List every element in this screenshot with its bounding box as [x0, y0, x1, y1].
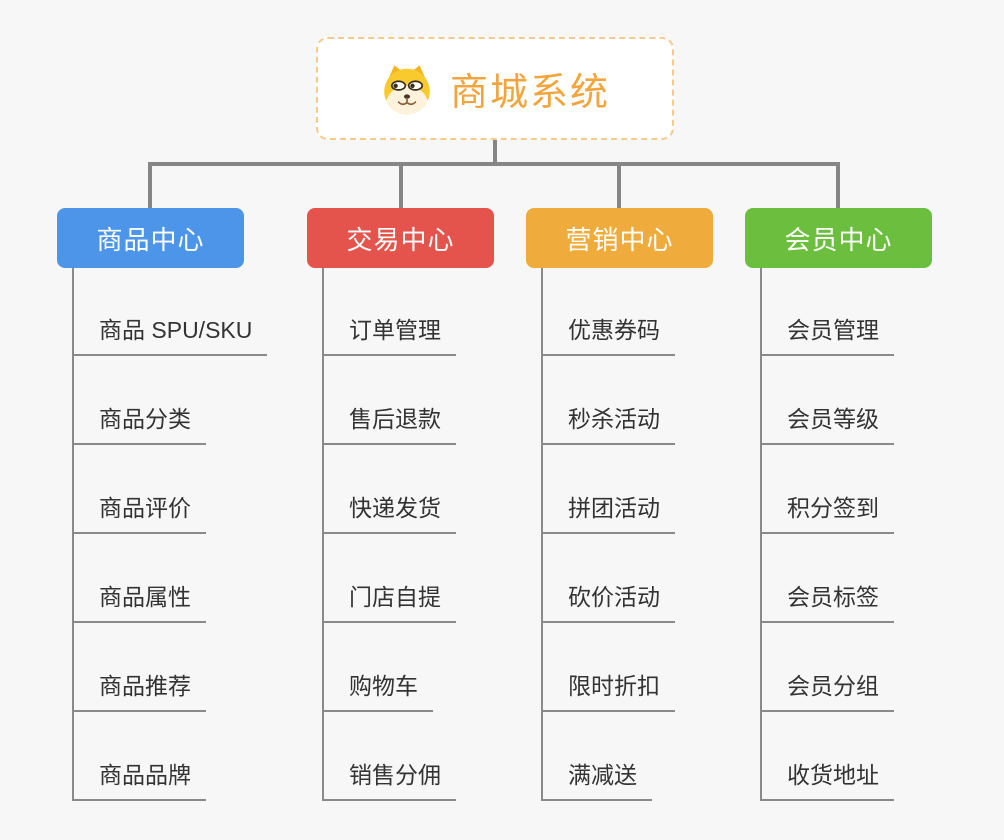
branch-children-product-center: 商品 SPU/SKU 商品分类 商品评价 商品属性 商品推荐 商品品牌	[72, 268, 322, 813]
connector-root-stub	[493, 140, 497, 164]
leaf-node[interactable]: 优惠券码	[541, 316, 675, 356]
leaf-node[interactable]: 购物车	[322, 672, 433, 712]
leaf-node[interactable]: 商品品牌	[72, 761, 206, 801]
leaf-node[interactable]: 积分签到	[760, 494, 894, 534]
branch-label: 营销中心	[565, 224, 674, 255]
branch-children-member-center: 会员管理 会员等级 积分签到 会员标签 会员分组 收货地址	[760, 268, 1004, 813]
leaf-node[interactable]: 收货地址	[760, 761, 894, 801]
leaf-node[interactable]: 会员等级	[760, 405, 894, 445]
branch-children-trade-center: 订单管理 售后退款 快递发货 门店自提 购物车 销售分佣	[322, 268, 572, 813]
leaf-node[interactable]: 拼团活动	[541, 494, 675, 534]
leaf-node[interactable]: 会员分组	[760, 672, 894, 712]
connector-trunk	[760, 268, 762, 801]
leaf-node[interactable]: 满减送	[541, 761, 652, 801]
branch-node-member-center[interactable]: 会员中心	[745, 208, 932, 268]
branch-label: 商品中心	[96, 224, 205, 255]
leaf-node[interactable]: 商品评价	[72, 494, 206, 534]
branch-label: 交易中心	[346, 224, 455, 255]
leaf-node[interactable]: 门店自提	[322, 583, 456, 623]
connector-drop-product	[148, 162, 152, 208]
branch-children-marketing-center: 优惠券码 秒杀活动 拼团活动 砍价活动 限时折扣 满减送	[541, 268, 791, 813]
leaf-node[interactable]: 限时折扣	[541, 672, 675, 712]
leaf-node[interactable]: 商品分类	[72, 405, 206, 445]
connector-drop-marketing	[617, 162, 621, 208]
connector-drop-member	[836, 162, 840, 208]
branch-node-trade-center[interactable]: 交易中心	[307, 208, 494, 268]
connector-bus	[148, 162, 840, 166]
leaf-node[interactable]: 会员管理	[760, 316, 894, 356]
leaf-node[interactable]: 秒杀活动	[541, 405, 675, 445]
root-title: 商城系统	[449, 72, 610, 114]
doge-face-icon	[384, 64, 430, 114]
leaf-node[interactable]: 商品属性	[72, 583, 206, 623]
branch-node-marketing-center[interactable]: 营销中心	[526, 208, 713, 268]
leaf-node[interactable]: 快递发货	[322, 494, 456, 534]
leaf-node[interactable]: 订单管理	[322, 316, 456, 356]
leaf-node[interactable]: 会员标签	[760, 583, 894, 623]
branch-node-product-center[interactable]: 商品中心	[57, 208, 244, 268]
connector-trunk	[322, 268, 324, 801]
connector-trunk	[541, 268, 543, 801]
leaf-node[interactable]: 砍价活动	[541, 583, 675, 623]
leaf-node[interactable]: 商品 SPU/SKU	[72, 316, 268, 356]
leaf-node[interactable]: 商品推荐	[72, 672, 206, 712]
leaf-node[interactable]: 售后退款	[322, 405, 456, 445]
root-node[interactable]: 商城系统	[316, 37, 674, 140]
branch-label: 会员中心	[784, 224, 893, 255]
connector-trunk	[72, 268, 74, 801]
connector-drop-trade	[399, 162, 403, 208]
leaf-node[interactable]: 销售分佣	[322, 761, 456, 801]
